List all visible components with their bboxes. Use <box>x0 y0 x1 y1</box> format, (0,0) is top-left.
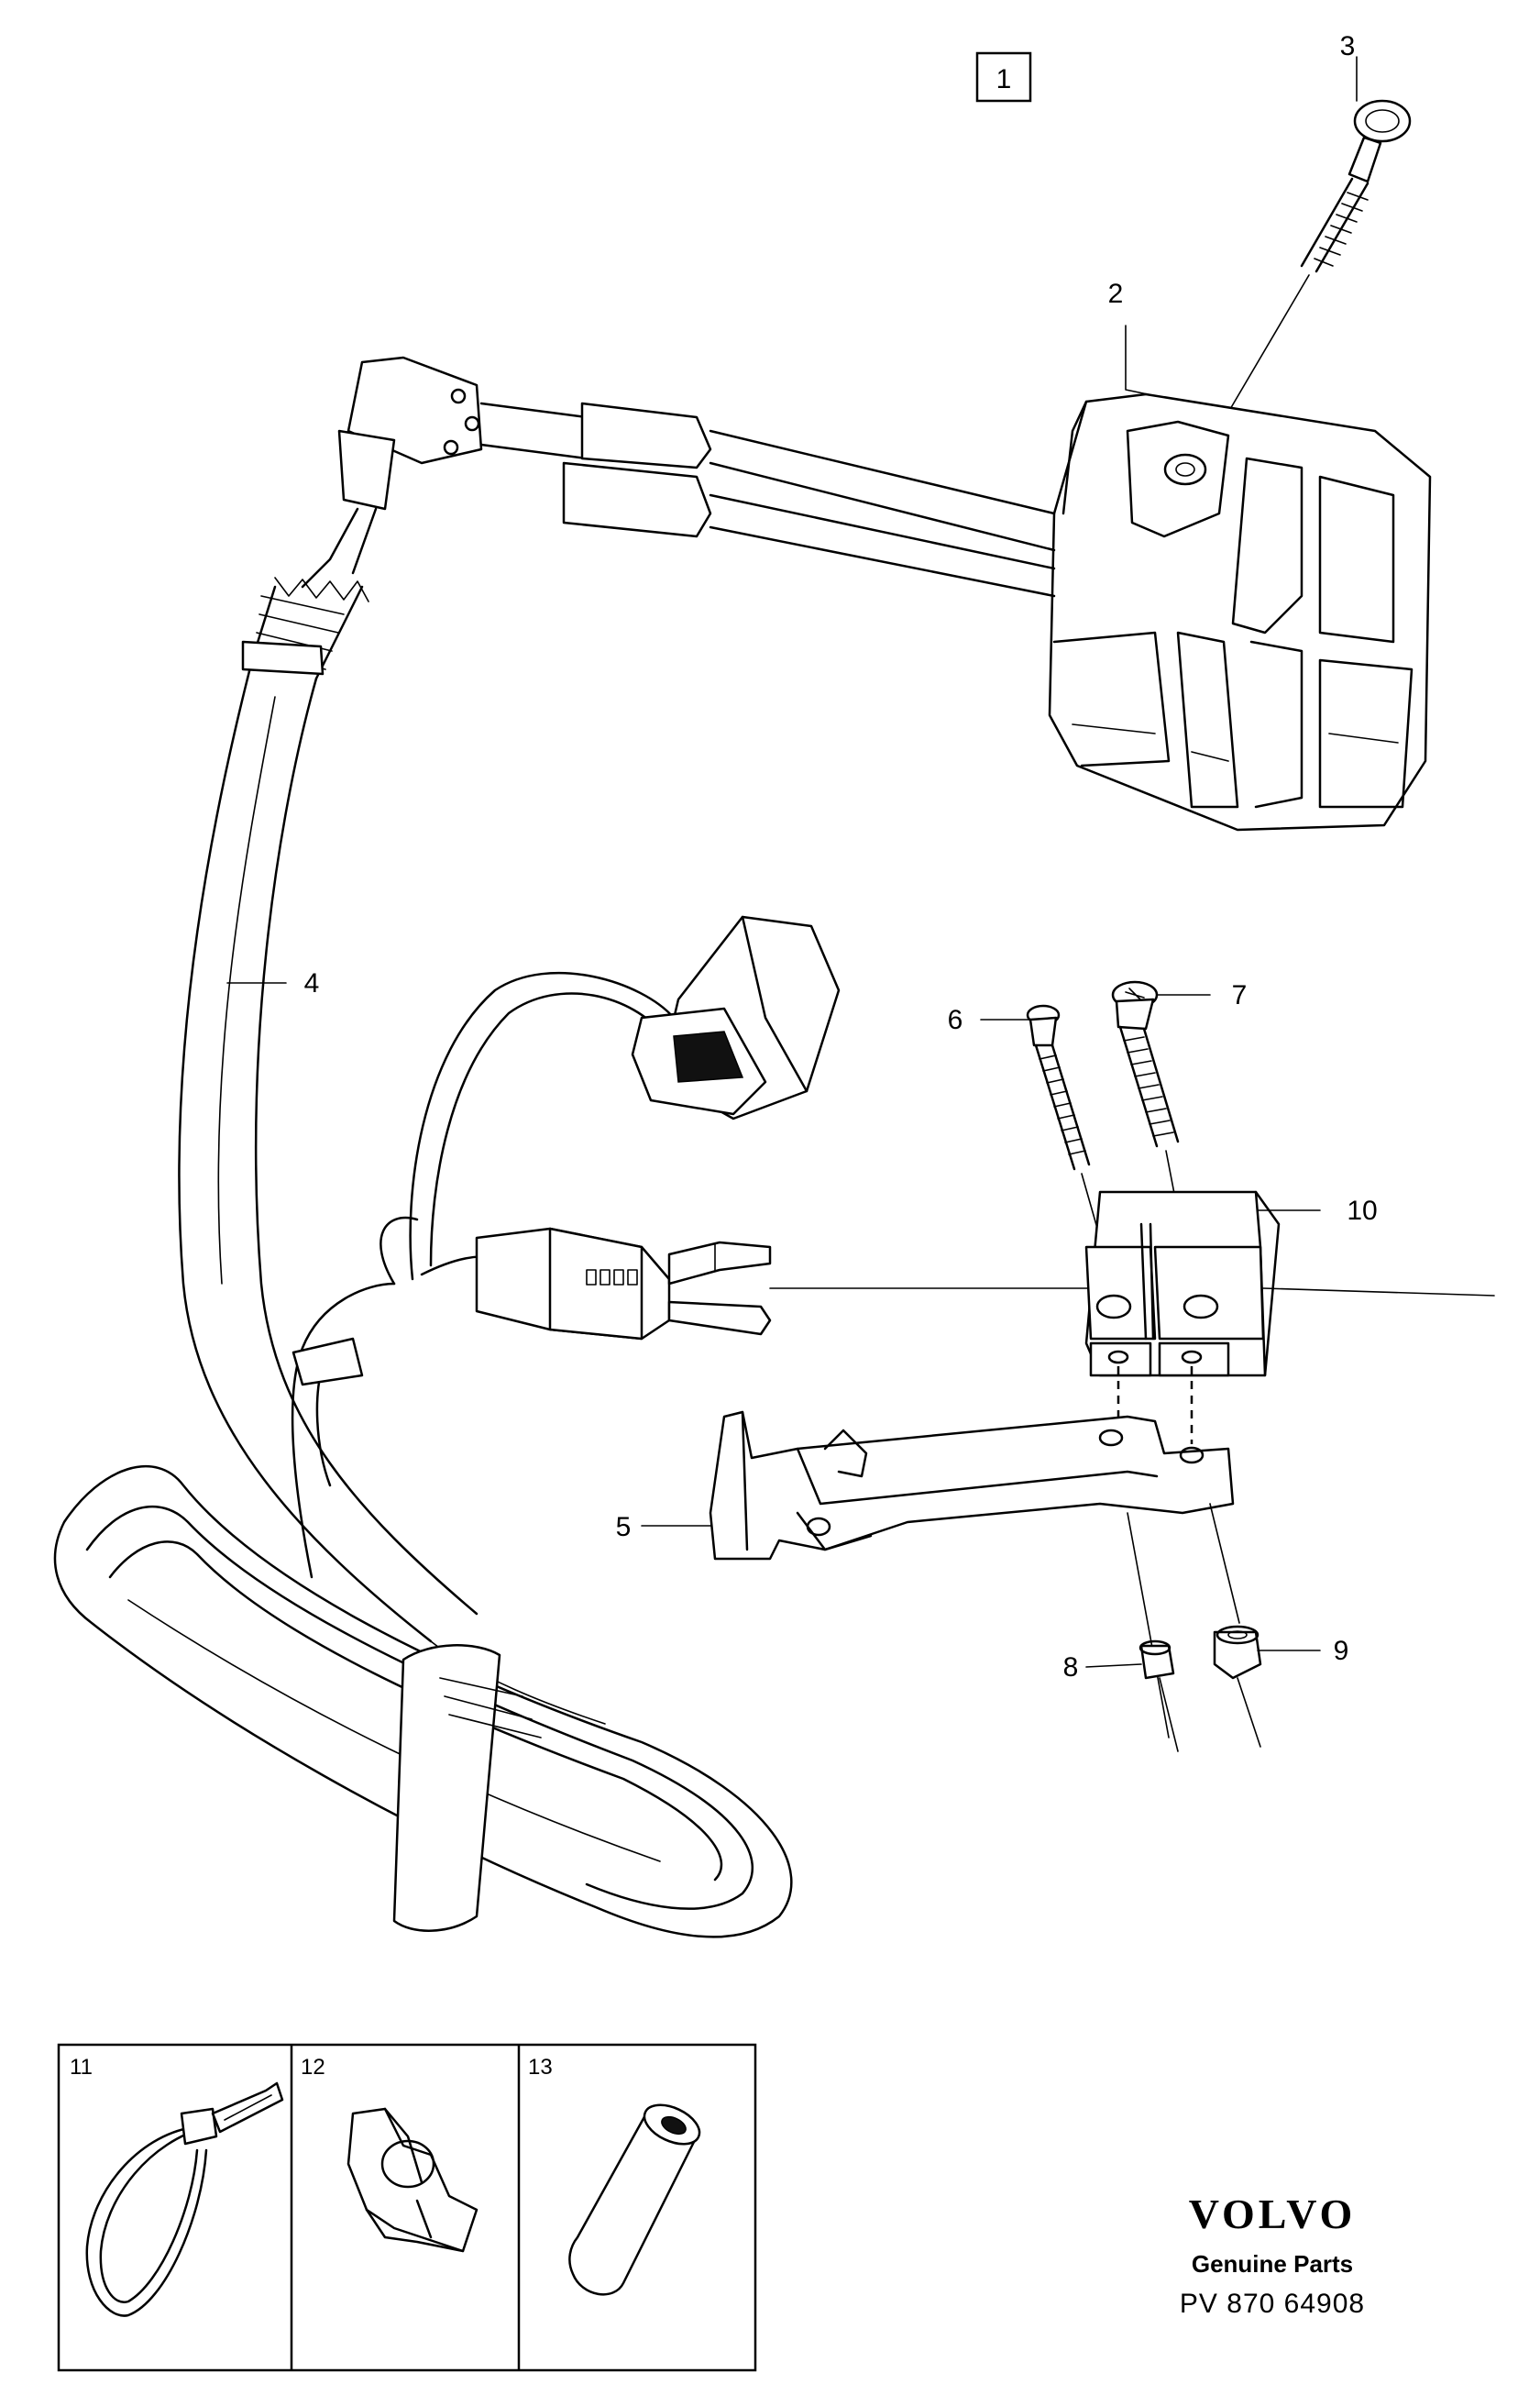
callout-7: 7 <box>1232 980 1248 1010</box>
callout-3: 3 <box>1340 31 1356 61</box>
leader-2 <box>1125 325 1149 395</box>
group-box-1: 1 <box>975 51 1032 103</box>
brand-subtitle: Genuine Parts <box>1192 2250 1353 2278</box>
part-4-heater-cable <box>53 356 1056 1938</box>
callout-5: 5 <box>616 1512 632 1542</box>
part-8-nut <box>1085 1639 1179 1752</box>
clip-icon <box>346 2107 478 2253</box>
part-number-code: PV 870 64908 <box>1180 2289 1365 2319</box>
inset-label-11: 11 <box>70 2055 93 2080</box>
part-3-screw <box>1216 99 1412 432</box>
callout-2: 2 <box>1108 279 1124 309</box>
volvo-logo: VOLVO <box>1189 2191 1357 2237</box>
inset-label-13: 13 <box>528 2055 553 2080</box>
callout-6: 6 <box>948 1005 963 1035</box>
callout-8: 8 <box>1063 1652 1079 1683</box>
inset-parts-box: 11 12 13 <box>57 2043 757 2372</box>
part-2-heater-block <box>1048 392 1432 832</box>
brand-block: VOLVO Genuine Parts PV 870 64908 <box>1180 2191 1365 2319</box>
part-7-screw <box>1111 980 1211 1285</box>
spacer-icon <box>568 2103 701 2296</box>
cable-tie-icon <box>85 2081 284 2317</box>
callout-4: 4 <box>304 968 320 999</box>
callout-10: 10 <box>1347 1196 1377 1226</box>
part-5-bracket <box>641 1410 1240 1738</box>
part-9-nut <box>1213 1625 1321 1748</box>
part-10-holder <box>1084 1190 1495 1444</box>
group-box-label: 1 <box>996 64 1012 94</box>
plug-assembly <box>380 915 1092 1341</box>
callout-9: 9 <box>1334 1636 1349 1666</box>
part-6-screw <box>980 1004 1110 1271</box>
inset-label-12: 12 <box>301 2055 325 2080</box>
